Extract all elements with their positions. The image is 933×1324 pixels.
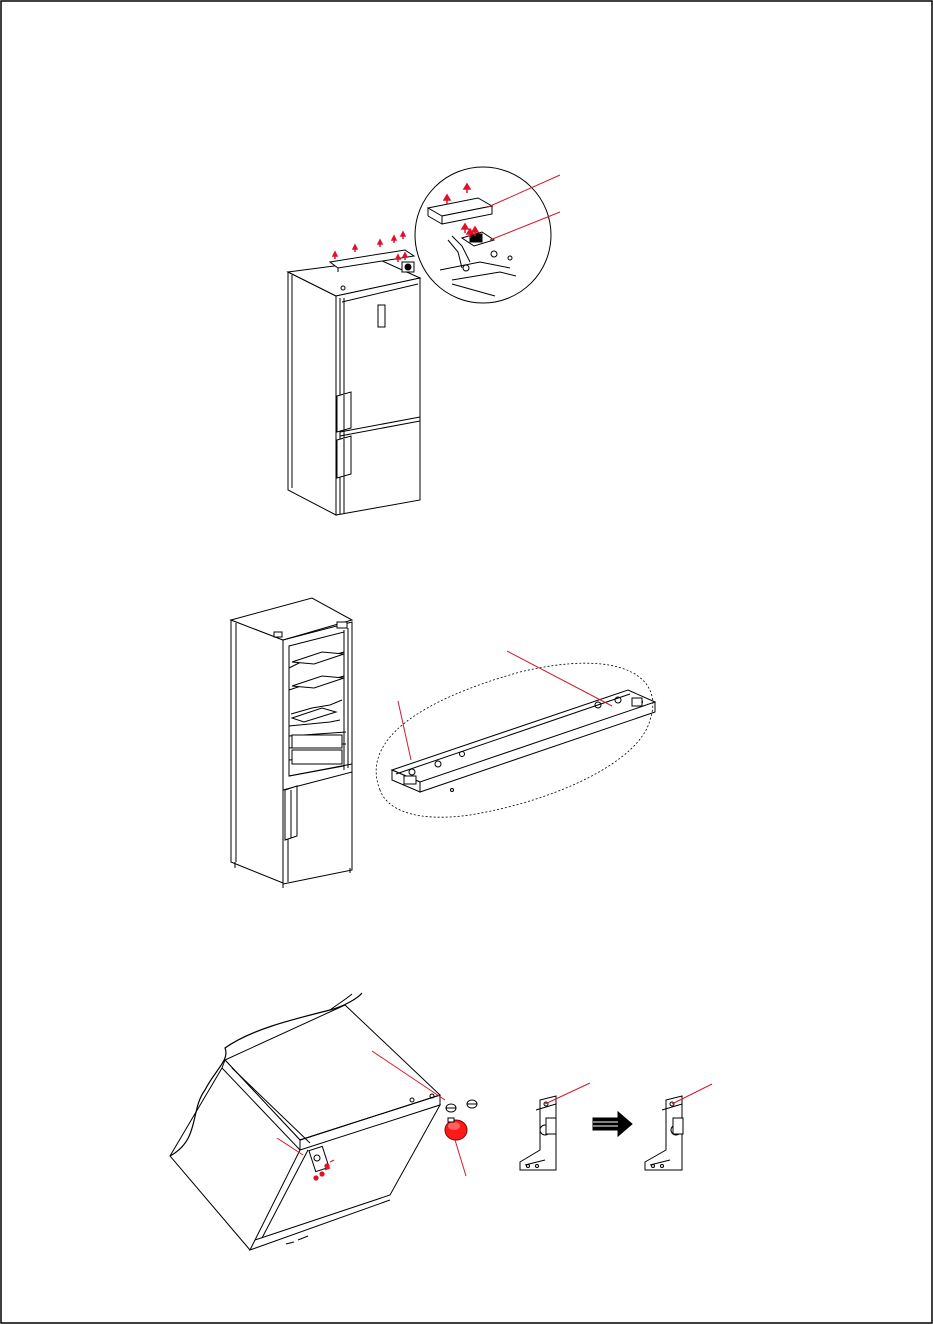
figure-hinge-plate bbox=[231, 598, 655, 888]
adjustable-foot bbox=[445, 1118, 467, 1140]
hinge-bracket-before bbox=[520, 1096, 556, 1170]
callout-leader-9 bbox=[672, 1084, 712, 1104]
arrow-right-icon bbox=[593, 1112, 632, 1136]
hinge-detail-circle bbox=[415, 167, 551, 303]
screw-icon bbox=[446, 1100, 477, 1112]
figure-bottom-hinge bbox=[170, 993, 712, 1250]
hinge-bracket-after bbox=[645, 1096, 683, 1170]
callout-leader-7 bbox=[455, 1140, 466, 1176]
callout-leader-8 bbox=[545, 1083, 590, 1104]
fridge-closed bbox=[288, 250, 420, 515]
hinge-plate-detail bbox=[376, 663, 655, 817]
figure-top-hinge bbox=[288, 167, 560, 515]
fridge-open bbox=[231, 598, 352, 888]
